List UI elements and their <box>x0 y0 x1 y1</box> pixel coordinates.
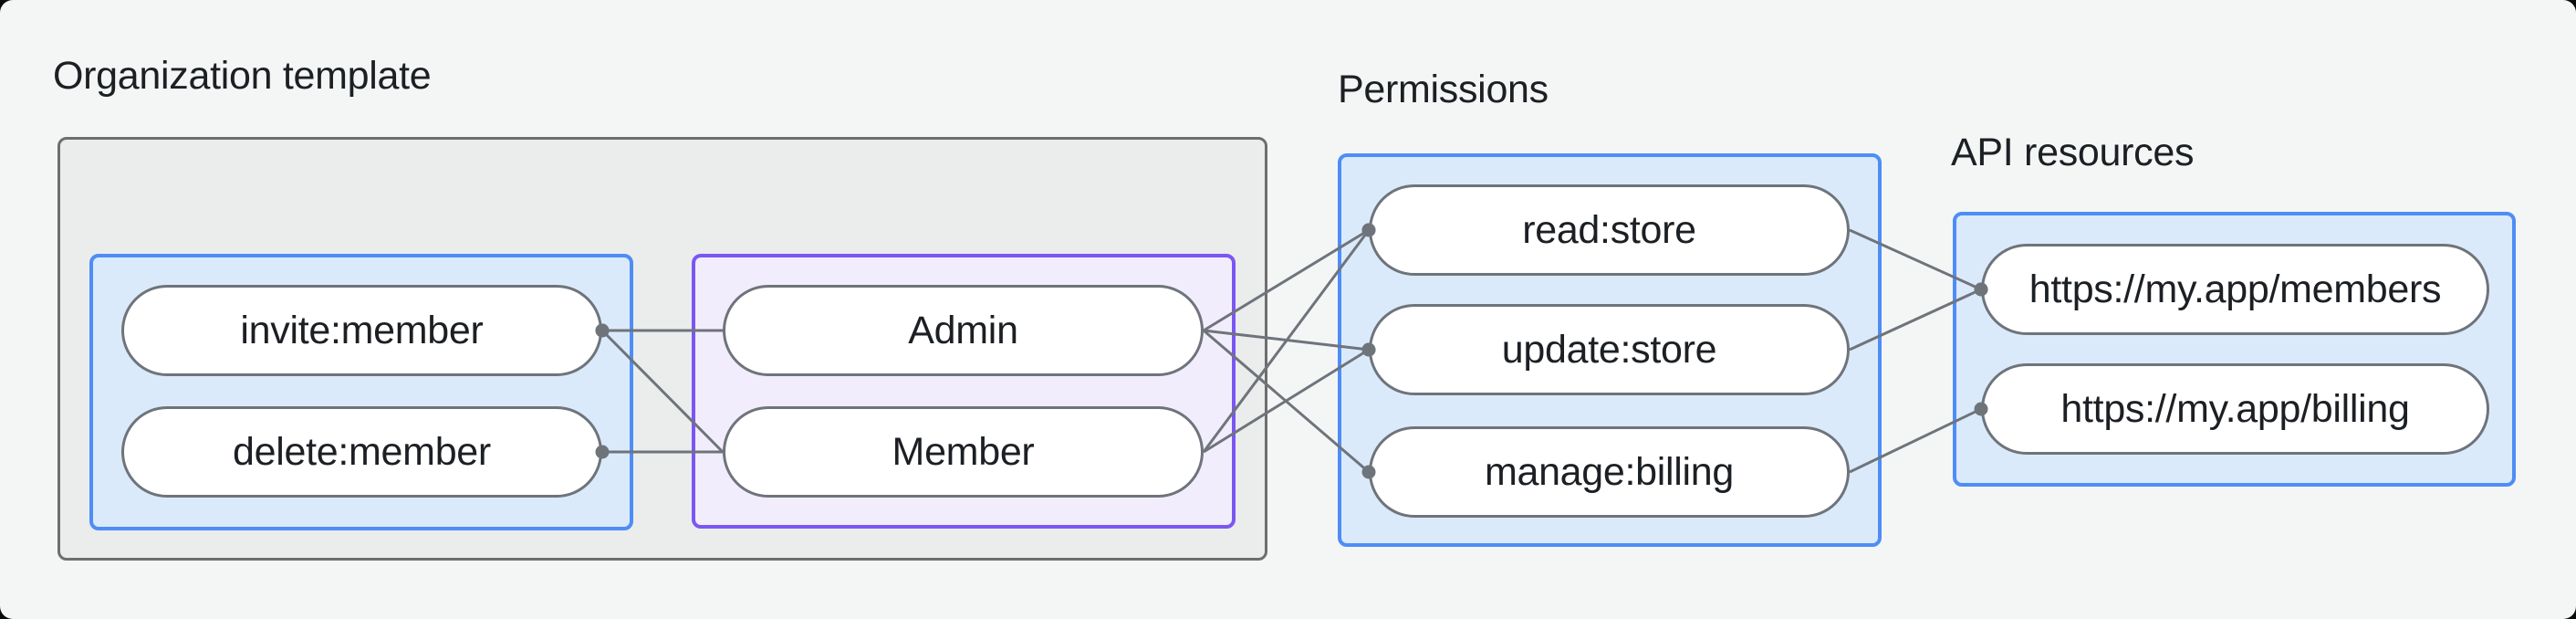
node-manage-billing: manage:billing <box>1369 426 1850 518</box>
permissions-label: Permissions <box>1338 68 1549 111</box>
org-template-label: Organization template <box>53 54 432 98</box>
node-api-billing-url: https://my.app/billing <box>1981 363 2489 455</box>
node-invite-member: invite:member <box>121 285 602 376</box>
api-resources-label: API resources <box>1951 131 2195 174</box>
node-update-store: update:store <box>1369 304 1850 395</box>
node-member-role: Member <box>723 406 1204 498</box>
node-admin-role: Admin <box>723 285 1204 376</box>
node-delete-member: delete:member <box>121 406 602 498</box>
node-read-store: read:store <box>1369 184 1850 276</box>
node-api-members-url: https://my.app/members <box>1981 244 2489 335</box>
